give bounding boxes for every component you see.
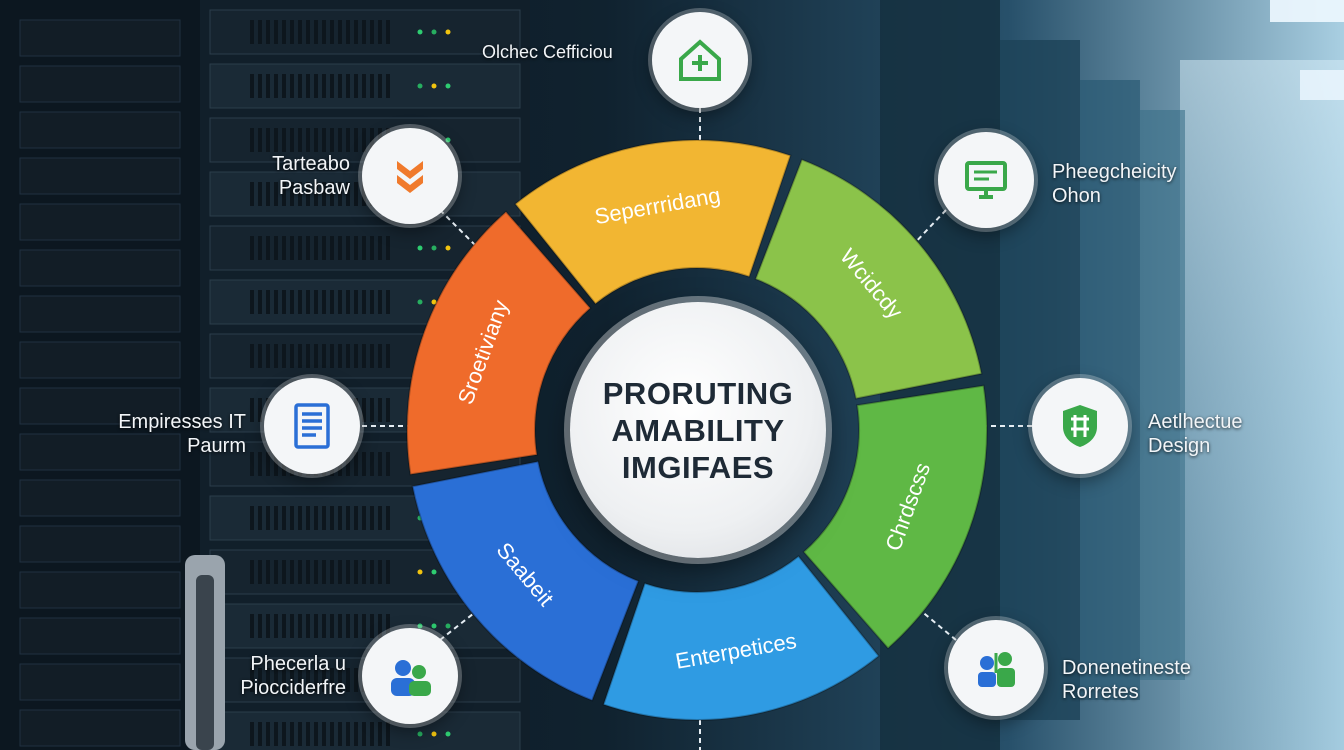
house-plus-icon-node <box>652 12 748 108</box>
ring-segments <box>406 139 988 721</box>
callout-upper-right-line2: Ohon <box>1052 185 1101 207</box>
callout-top-line1: Olchec Cefficiou <box>482 42 613 62</box>
callout-label-left: Empiresses IT Paurm <box>100 410 246 458</box>
shield-grid-icon <box>1063 405 1097 447</box>
connector-lines <box>362 108 1032 750</box>
center-title-line-2: AMABILITY <box>611 412 785 448</box>
callout-right-line2: Design <box>1148 435 1211 457</box>
connector-line-7 <box>919 609 957 641</box>
center-title-line-1: PRORUTING <box>602 375 794 411</box>
monitor-icon <box>965 161 1007 199</box>
center-title-circle: PRORUTING AMABILITY IMGIFAES <box>570 302 826 558</box>
callout-lower-left-line1: Phecerla u <box>250 653 346 675</box>
callout-label-lower-left: Phecerla u Piocciderfre <box>200 652 346 700</box>
team-icon <box>978 652 1015 687</box>
callout-left-line1: Empiresses IT <box>118 411 246 433</box>
callout-upper-right-line1: Pheegcheicity <box>1052 161 1177 183</box>
callout-lower-left-line2: Piocciderfre <box>240 677 346 699</box>
ring-segment-2 <box>754 158 983 400</box>
center-title-line-3: IMGIFAES <box>621 449 775 485</box>
callout-label-right: Aetlhectue Design <box>1148 410 1243 458</box>
document-icon <box>294 403 330 449</box>
connector-line-2 <box>439 209 479 249</box>
users-icon-node <box>362 628 458 724</box>
callout-label-top: Olchec Cefficiou <box>482 40 613 64</box>
users-icon <box>391 660 431 696</box>
callout-lower-right-line1: Donenetineste <box>1062 657 1191 679</box>
ring-segment-6 <box>406 210 592 476</box>
monitor-icon-node <box>938 132 1034 228</box>
layered-arrows-icon-node <box>362 128 458 224</box>
callout-label-upper-right: Pheegcheicity Ohon <box>1052 160 1177 208</box>
team-icon-node <box>948 620 1044 716</box>
callout-upper-left-line1: Tarteabo <box>272 153 350 175</box>
document-icon-node <box>264 378 360 474</box>
callout-lower-right-line2: Rorretes <box>1062 681 1139 703</box>
ring-segment-5 <box>411 460 640 702</box>
ring-segment-3 <box>802 384 988 650</box>
shield-grid-icon-node <box>1032 378 1128 474</box>
house-plus-icon <box>679 39 721 81</box>
connector-line-4 <box>439 609 479 641</box>
callout-right-line1: Aetlhectue <box>1148 411 1243 433</box>
callout-label-lower-right: Donenetineste Rorretes <box>1062 656 1191 704</box>
callout-left-line2: Paurm <box>187 435 246 457</box>
ring-segment-4 <box>602 554 881 721</box>
callout-upper-left-line2: Pasbaw <box>278 177 350 199</box>
ring-segment-1 <box>513 139 792 306</box>
callout-label-upper-left: Tarteabo Pasbaw <box>220 152 350 200</box>
layered-arrows-icon <box>397 161 423 193</box>
